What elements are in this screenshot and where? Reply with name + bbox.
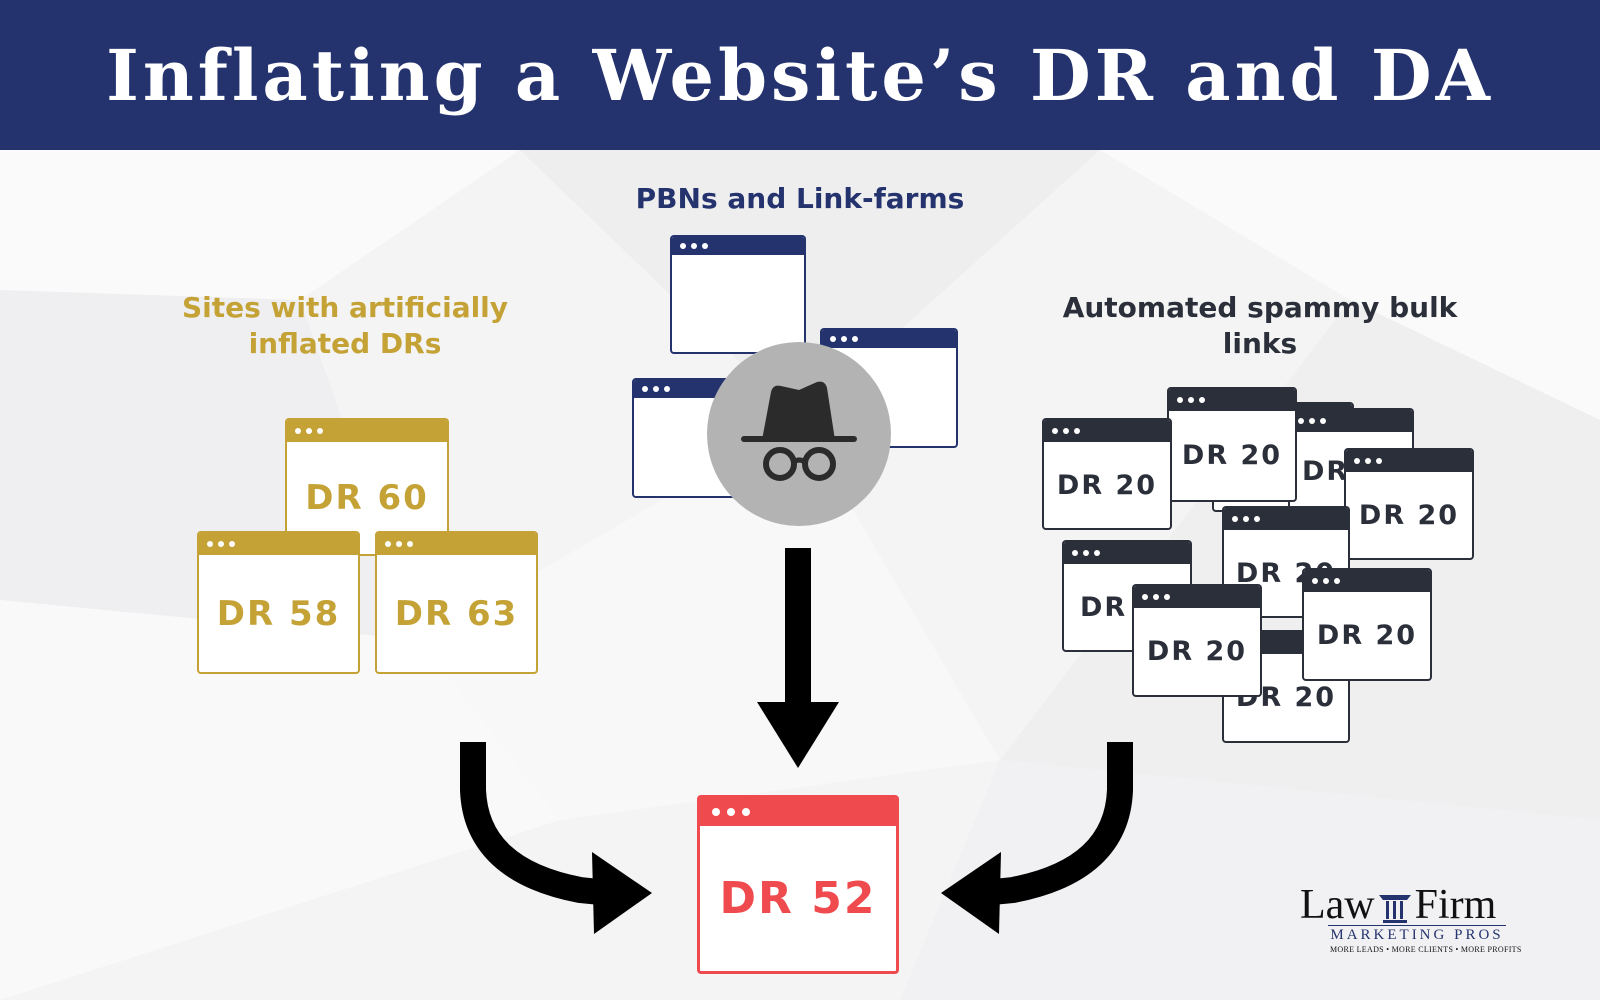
site-dr-label: DR 63: [394, 593, 519, 634]
incognito-icon: [707, 342, 891, 526]
logo-tagline: MORE LEADS • MORE CLIENTS • MORE PROFITS: [1330, 945, 1522, 954]
site-dr-label: DR 58: [216, 593, 341, 634]
site-dr-label: DR 20: [1358, 499, 1460, 531]
site-dr-label: DR 20: [1056, 469, 1158, 501]
header-banner: Inflating a Website’s DR and DA: [0, 0, 1600, 150]
pbn-window: [670, 235, 806, 354]
label-inflated-sites: Sites with artificially inflated DRs: [181, 291, 509, 360]
site-dr-label: DR: [1080, 591, 1128, 623]
arrow-icon: [941, 742, 1133, 934]
logo-subtitle: MARKETING PROS: [1328, 925, 1506, 944]
site-window: DR 63: [375, 531, 538, 674]
site-dr-label: DR 60: [305, 478, 429, 518]
label-spammy-links: Automated spammy bulk links: [1062, 291, 1458, 360]
spam-window: DR 20: [1344, 448, 1474, 560]
logo-word-law: Law: [1300, 882, 1375, 928]
spam-window: DR 20: [1132, 584, 1262, 697]
target-dr-label: DR 52: [719, 873, 877, 924]
site-dr-label: DR 20: [1181, 440, 1283, 471]
site-dr-label: DR 20: [1146, 636, 1248, 667]
logo-word-firm: Firm: [1414, 882, 1497, 928]
spam-window: DR 20: [1302, 568, 1432, 681]
site-window: DR 58: [197, 531, 360, 674]
site-dr-label: DR 20: [1316, 620, 1418, 651]
pillar-icon: [1378, 895, 1411, 923]
law-firm-logo: Law Firm MARKETING PROS MORE LEADS • MOR…: [1300, 882, 1530, 956]
target-site-window: DR 52: [697, 795, 899, 974]
arrow-icon: [460, 742, 652, 934]
label-pbns: PBNs and Link-farms: [635, 182, 965, 215]
arrow-icon: [757, 548, 839, 768]
page-title: Inflating a Website’s DR and DA: [106, 33, 1494, 117]
site-dr-label: DR: [1302, 455, 1350, 487]
spam-window: DR 20: [1167, 387, 1297, 502]
spam-window: DR 20: [1042, 418, 1172, 530]
